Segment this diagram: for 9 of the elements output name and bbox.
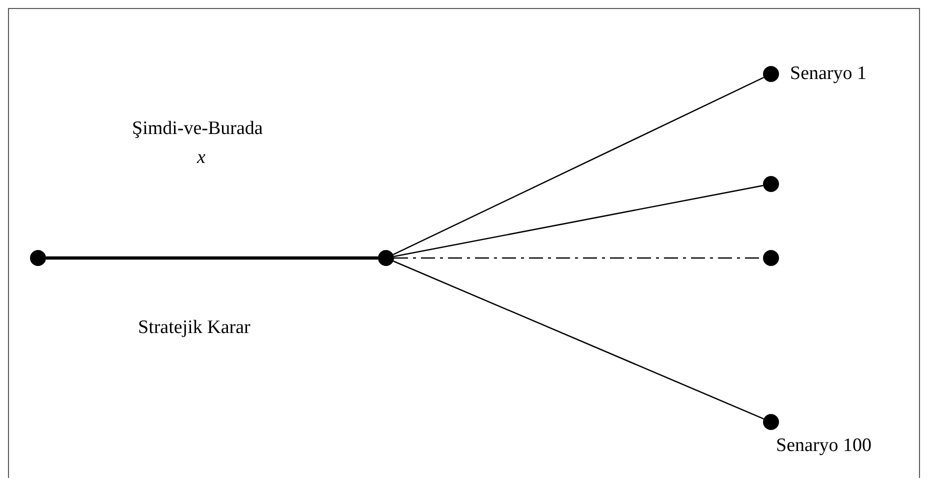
- connector-line: [392, 76, 764, 256]
- text-label: x: [197, 146, 206, 170]
- connector-line: [394, 184, 764, 258]
- connector-line: [46, 256, 378, 260]
- text-label: Stratejik Karar: [138, 316, 250, 340]
- text-label: Şimdi-ve-Burada: [132, 117, 263, 141]
- scenario-label: Senaryo 1: [790, 62, 867, 86]
- scenario-label: Senaryo 100: [776, 434, 872, 458]
- connector-line: [393, 260, 764, 420]
